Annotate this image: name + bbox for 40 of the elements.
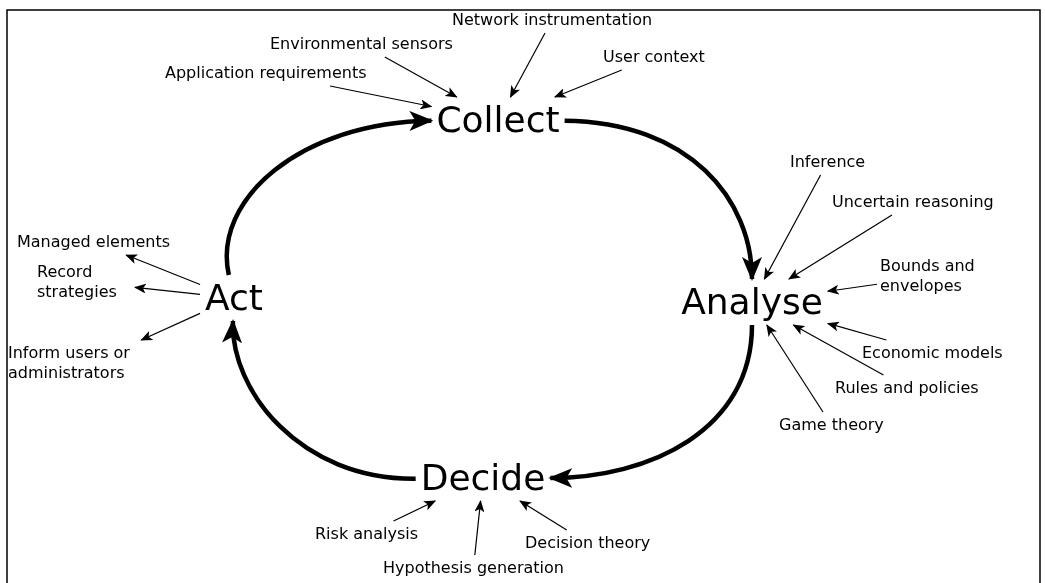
annotation-text: Uncertain reasoning [832, 192, 994, 212]
arrow [329, 85, 433, 110]
arrow [788, 214, 893, 280]
arrow [125, 254, 201, 286]
annotation-text: Rules and policies [835, 378, 979, 398]
annotation-text: Environmental sensors [270, 34, 453, 54]
arrow [384, 56, 458, 98]
arrow [134, 283, 201, 295]
annotation-text: Application requirements [165, 63, 367, 83]
arrow [792, 324, 885, 376]
arrow [763, 174, 822, 280]
annotation-text: Economic models [862, 343, 1003, 363]
arrow [392, 500, 437, 522]
cycle-arrow [564, 118, 761, 281]
arrow [474, 500, 485, 556]
cycle-arrow [548, 324, 755, 488]
annotation-text: Game theory [779, 415, 884, 435]
stage-label: Decide [418, 458, 548, 498]
arrow [509, 32, 546, 98]
stage-label: Collect [434, 100, 562, 140]
arrow [554, 69, 623, 98]
annotation-text: Record strategies [37, 262, 132, 302]
annotation-text: Inference [790, 152, 866, 172]
annotation-text: Network instrumentation [452, 10, 653, 30]
annotation-text: Decision theory [525, 533, 651, 553]
annotation-text: Hypothesis generation [383, 558, 564, 578]
cycle-arrow [223, 319, 416, 481]
arrow [826, 321, 887, 341]
annotation-text: Inform users or administrators [8, 343, 173, 383]
stage-label: Analyse [679, 282, 825, 322]
annotation-text: Managed elements [17, 232, 171, 252]
stage-label: Act [203, 278, 265, 318]
cycle-arrow [224, 112, 434, 276]
arrow [519, 500, 568, 531]
arrow [826, 283, 878, 295]
annotation-text: Risk analysis [315, 524, 419, 544]
annotation-text: Bounds and envelopes [880, 256, 990, 296]
arrow [766, 324, 824, 413]
arrow [140, 312, 201, 341]
annotation-text: User context [603, 47, 705, 67]
